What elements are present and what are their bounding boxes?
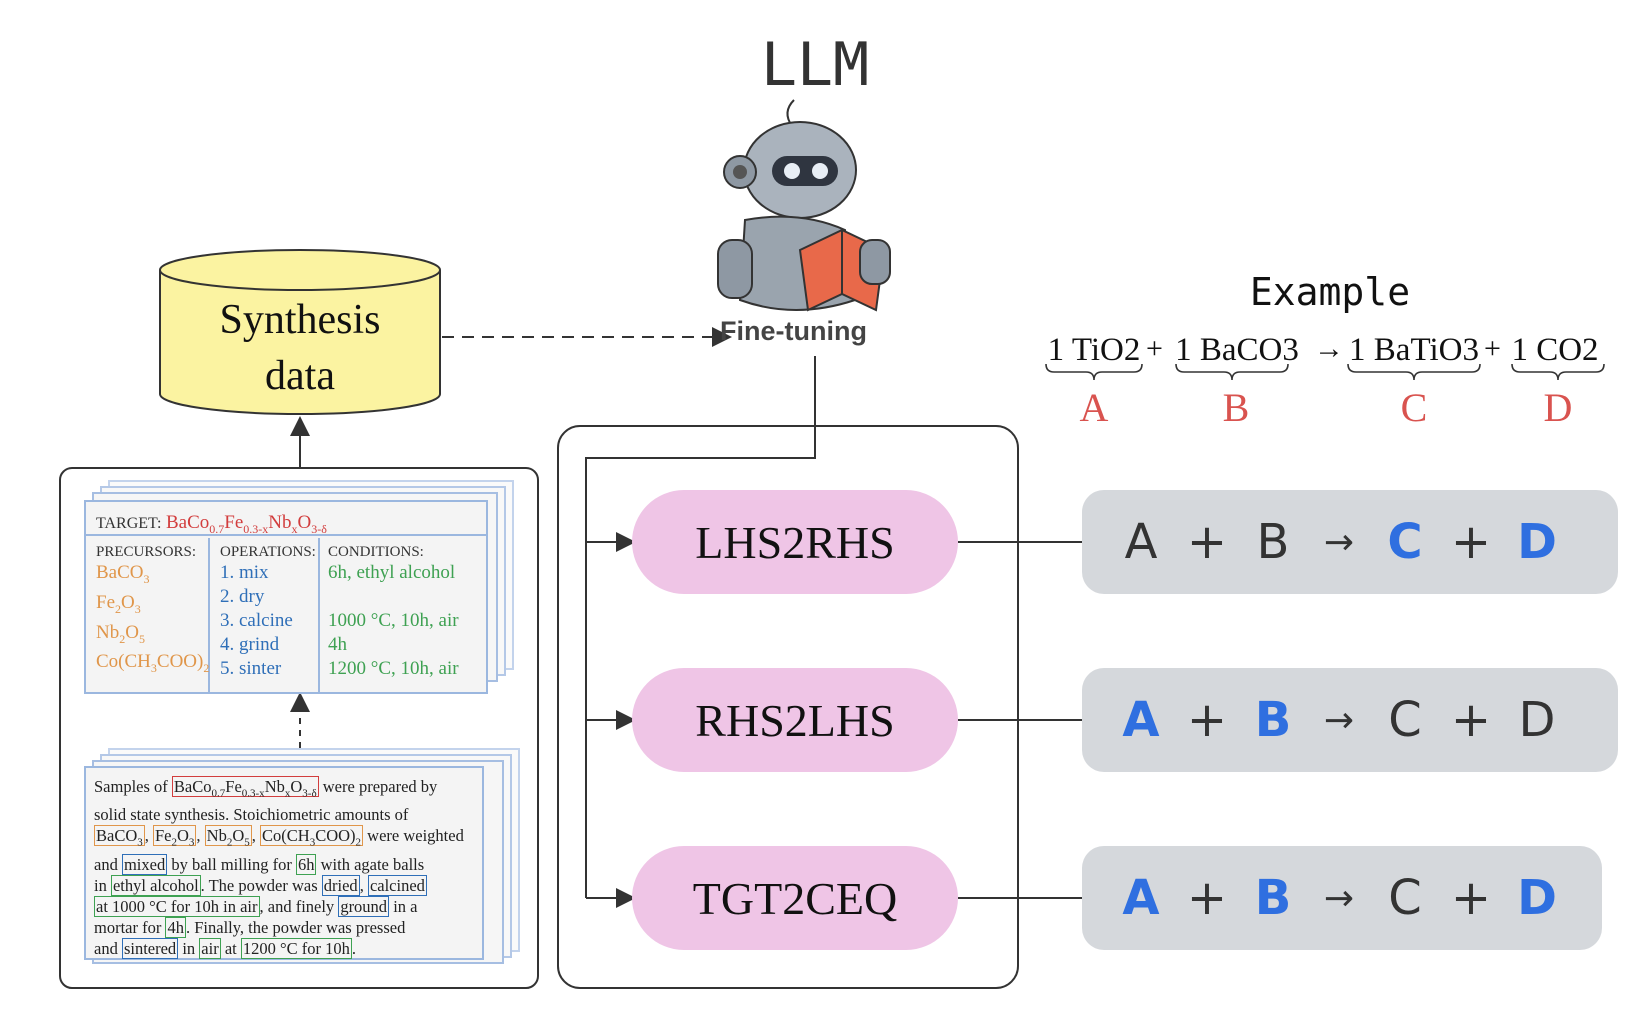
condition-item: 1000 °C, 10h, air xyxy=(328,610,459,631)
equation-token: + xyxy=(1186,514,1228,570)
example-letter-c: C xyxy=(1400,385,1428,430)
equation-token: C xyxy=(1388,870,1422,926)
paragraph-line: and mixed by ball milling for 6h with ag… xyxy=(94,853,425,875)
equation-token: A xyxy=(1122,692,1160,748)
structured-record-card: TARGET: BaCo0.7Fe0.3-xNbxO3-δ PRECURSORS… xyxy=(84,500,488,694)
precursor-item: BaCO3 xyxy=(96,562,150,586)
equation-token: C xyxy=(1388,692,1422,748)
paragraph-line: solid state synthesis. Stoichiometric am… xyxy=(94,805,409,825)
finetune-label: Fine-tuning xyxy=(720,316,867,346)
result-tgt2ceq: A + B → C + D xyxy=(1082,846,1602,950)
database-label-line2: data xyxy=(265,353,335,399)
operation-item: 5. sinter xyxy=(220,658,282,679)
equation-token: + xyxy=(1450,514,1492,570)
synthesis-paragraph-card: Samples of BaCo0.7Fe0.3-xNbxO3-δ were pr… xyxy=(84,766,484,960)
paragraph-line: mortar for 4h. Finally, the powder was p… xyxy=(94,916,406,938)
equation-token: D xyxy=(1518,692,1556,748)
precursor-item: Fe2O3 xyxy=(96,591,141,616)
condition-item: 6h, ethyl alcohol xyxy=(328,562,456,583)
operations-column: OPERATIONS: 1. mix 2. dry 3. calcine 4. … xyxy=(212,538,320,692)
operation-item: 3. calcine xyxy=(220,610,293,631)
precursor-item: Co(CH3COO)2 xyxy=(96,651,210,676)
example-term-c: 1 BaTiO3 xyxy=(1349,332,1479,368)
task-panel-frame xyxy=(557,425,1019,989)
database-label-line1: Synthesis xyxy=(219,297,381,343)
conditions-column: CONDITIONS: 6h, ethyl alcohol 1000 °C, 1… xyxy=(322,538,486,692)
operation-item: 4. grind xyxy=(220,634,280,655)
task-pill-tgt2ceq: TGT2CEQ xyxy=(632,846,958,950)
equation-token: → xyxy=(1323,877,1355,919)
equation-token: B xyxy=(1254,870,1292,926)
task-pill-rhs2lhs: RHS2LHS xyxy=(632,668,958,772)
paragraph-line: Samples of BaCo0.7Fe0.3-xNbxO3-δ were pr… xyxy=(94,776,438,800)
target-label: TARGET: xyxy=(96,515,162,532)
result-rhs2lhs: A + B → C + D xyxy=(1082,668,1618,772)
equation-token: → xyxy=(1323,699,1355,741)
task-pill-lhs2rhs: LHS2RHS xyxy=(632,490,958,594)
paragraph-line: and sintered in air at 1200 °C for 10h. xyxy=(94,937,356,959)
equation-token: D xyxy=(1517,514,1557,570)
example-plus-1: + xyxy=(1146,332,1163,365)
equation-token: B xyxy=(1256,514,1290,570)
paragraph-line: in ethyl alcohol. The powder was dried, … xyxy=(94,874,427,896)
example-title: Example xyxy=(1249,270,1411,314)
equation-token: → xyxy=(1323,521,1355,563)
llm-title: LLM xyxy=(760,30,870,100)
example-letter-a: A xyxy=(1079,385,1109,430)
paragraph-line: at 1000 °C for 10h in air, and finely gr… xyxy=(94,895,418,917)
example-term-d: 1 CO2 xyxy=(1511,332,1599,368)
example-term-b: 1 BaCO3 xyxy=(1175,332,1299,368)
finetune-distribution-line xyxy=(585,356,816,898)
equation-token: + xyxy=(1186,870,1228,926)
paragraph-line: BaCO3, Fe2O3, Nb2O5, Co(CH3COO)2 were we… xyxy=(94,825,464,849)
equation-token: D xyxy=(1517,870,1557,926)
condition-item: 1200 °C, 10h, air xyxy=(328,658,459,679)
equation-token: + xyxy=(1450,692,1492,748)
result-lhs2rhs: A + B → C + D xyxy=(1082,490,1618,594)
example-plus-2: + xyxy=(1484,332,1501,365)
operation-item: 1. mix xyxy=(220,562,269,583)
equation-token: A xyxy=(1122,870,1160,926)
example-letter-d: D xyxy=(1543,385,1573,430)
equation-token: + xyxy=(1186,692,1228,748)
precursors-header: PRECURSORS: xyxy=(96,544,197,560)
conditions-header: CONDITIONS: xyxy=(328,544,424,560)
example-term-a: 1 TiO2 xyxy=(1047,332,1141,368)
condition-item: 4h xyxy=(328,634,347,655)
target-formula: BaCo0.7Fe0.3-xNbxO3-δ xyxy=(165,512,327,536)
robot-icon xyxy=(717,99,891,312)
condition-item xyxy=(328,585,486,609)
equation-token: C xyxy=(1387,514,1423,570)
example-letter-b: B xyxy=(1222,385,1250,430)
database-cylinder xyxy=(159,249,441,415)
precursor-item: Nb2O5 xyxy=(96,621,145,646)
example-braces xyxy=(1045,363,1605,381)
example-arrow: → xyxy=(1314,332,1344,365)
target-row: TARGET: BaCo0.7Fe0.3-xNbxO3-δ xyxy=(86,502,486,536)
equation-token: + xyxy=(1450,870,1492,926)
equation-token: A xyxy=(1124,514,1158,570)
precursors-column: PRECURSORS: BaCO3 Fe2O3 Nb2O5 Co(CH3COO)… xyxy=(86,538,210,692)
equation-token: B xyxy=(1254,692,1292,748)
operation-item: 2. dry xyxy=(220,586,265,607)
operations-header: OPERATIONS: xyxy=(220,544,316,560)
database-label: Synthesis data xyxy=(160,292,440,404)
